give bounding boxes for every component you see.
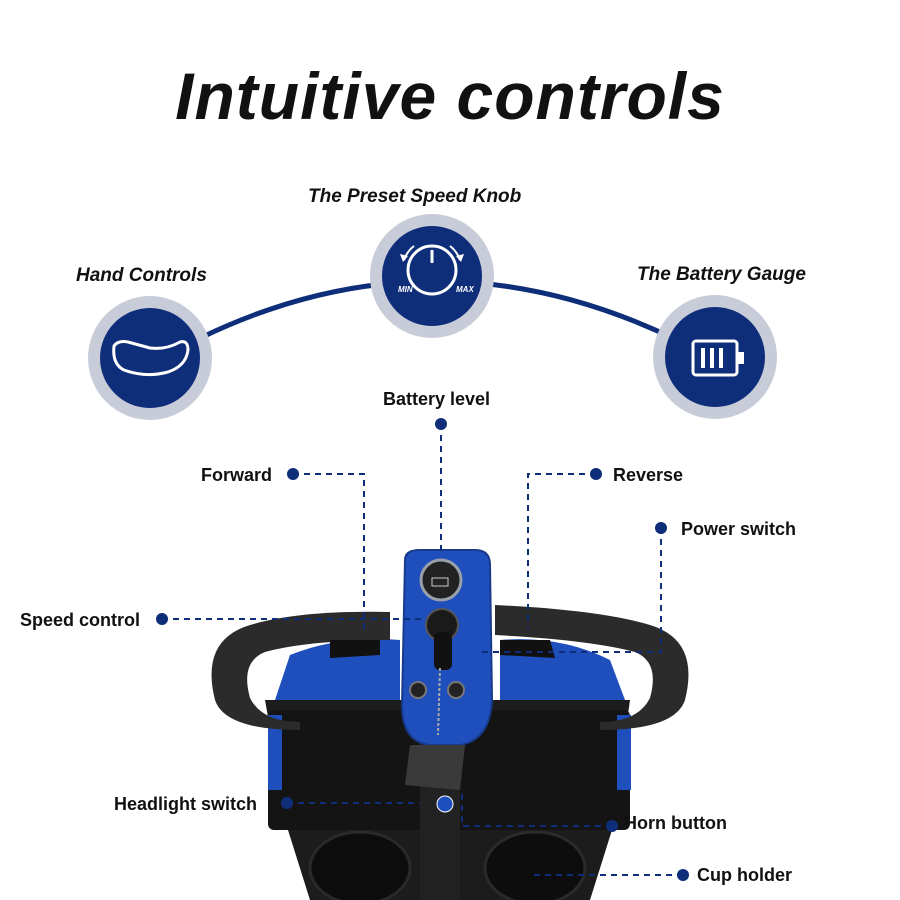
scooter-photo — [211, 549, 689, 900]
reverse-label: Reverse — [613, 465, 684, 485]
callout-dots — [156, 418, 689, 881]
battery-icon — [691, 339, 744, 377]
battery-gauge-badge — [653, 295, 777, 419]
speed-knob-label: The Preset Speed Knob — [308, 186, 522, 207]
forward-label: Forward — [201, 465, 273, 485]
speed-knob-badge: MIN MAX — [370, 214, 494, 338]
hand-controls-badge — [88, 296, 212, 420]
page-title: Intuitive controls — [175, 59, 725, 133]
power-switch-label: Power switch — [681, 519, 797, 539]
hand-lever-icon — [112, 340, 190, 377]
speed-knob-max-label: MAX — [456, 285, 474, 294]
headlight-switch-label: Headlight switch — [114, 794, 258, 814]
hand-controls-label: Hand Controls — [76, 265, 207, 286]
horn-button-label: Horn button — [624, 813, 727, 833]
speed-control-label: Speed control — [20, 610, 141, 630]
cup-holder-label: Cup holder — [697, 865, 792, 885]
battery-gauge-label: The Battery Gauge — [637, 264, 806, 285]
battery-level-label: Battery level — [383, 389, 491, 409]
speed-dial-icon — [400, 244, 464, 296]
speed-knob-min-label: MIN — [398, 285, 413, 294]
callout-leaders — [162, 424, 683, 876]
